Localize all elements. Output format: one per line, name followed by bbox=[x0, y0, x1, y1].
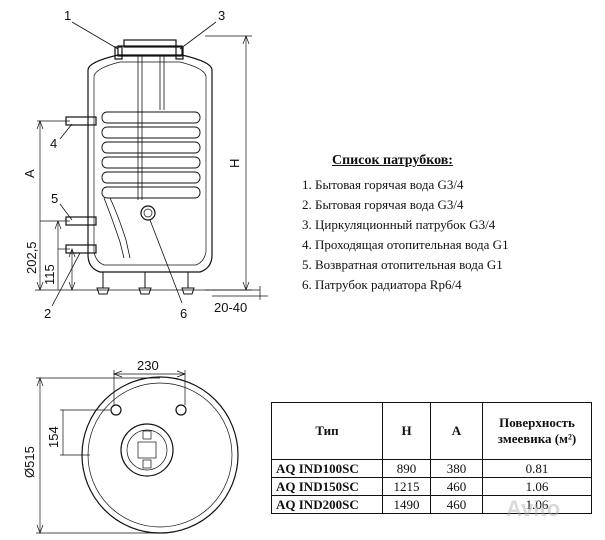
table-row: AQ IND150SC 1215 460 1.06 bbox=[271, 477, 592, 496]
callout-6: 6 bbox=[180, 306, 187, 321]
table-row: AQ IND100SC 890 380 0.81 bbox=[271, 459, 592, 478]
cell-area: 1.06 bbox=[482, 495, 592, 514]
watermark-logo: Avito bbox=[506, 496, 561, 521]
dim-154: 154 bbox=[46, 426, 61, 448]
cell-a: 460 bbox=[430, 477, 483, 496]
header-h: H bbox=[382, 402, 431, 460]
cell-h: 890 bbox=[382, 459, 431, 478]
fitting-item: 2. Бытовая горячая вода G3/4 bbox=[302, 197, 464, 212]
tank-legs bbox=[96, 272, 195, 295]
fitting-4 bbox=[65, 116, 97, 126]
callout-1: 1 bbox=[64, 8, 71, 23]
top-flange bbox=[117, 45, 183, 57]
cell-type: AQ IND150SC bbox=[271, 477, 383, 496]
cell-h: 1215 bbox=[382, 477, 431, 496]
dim-202-5: 202,5 bbox=[24, 241, 39, 274]
fittings-list: Список патрубков: 1. Бытовая горячая вод… bbox=[302, 153, 602, 295]
fitting-item: 6. Патрубок радиатора Rp6/4 bbox=[302, 277, 462, 292]
callout-2: 2 bbox=[44, 306, 51, 321]
dim-230: 230 bbox=[137, 358, 159, 373]
cell-h: 1490 bbox=[382, 495, 431, 514]
dim-115: 115 bbox=[42, 264, 57, 285]
cell-type: AQ IND200SC bbox=[271, 495, 383, 514]
fitting-2 bbox=[65, 244, 97, 254]
tank-body-outline bbox=[87, 54, 213, 273]
spec-table: Тип H A Поверхность змеевика (м²) AQ IND… bbox=[271, 402, 592, 514]
table-row: AQ IND200SC 1490 460 1.06 bbox=[271, 495, 592, 514]
cell-a: 460 bbox=[430, 495, 483, 514]
tank-inner-outline bbox=[93, 61, 207, 266]
fitting-item: 4. Проходящая отопительная вода G1 bbox=[302, 237, 509, 252]
header-coil-area: Поверхность змеевика (м²) bbox=[482, 402, 592, 460]
top-port-right bbox=[175, 404, 187, 416]
header-a: A bbox=[430, 402, 483, 460]
dim-20-40: 20-40 bbox=[214, 300, 247, 315]
flange-circle bbox=[120, 423, 174, 477]
fitting-item: 1. Бытовая горячая вода G3/4 bbox=[302, 177, 464, 192]
table-header-row: Тип H A Поверхность змеевика (м²) bbox=[271, 402, 592, 460]
radiator-port bbox=[140, 205, 156, 221]
top-port-left bbox=[110, 404, 122, 416]
fitting-item: 5. Возвратная отопительная вода G1 bbox=[302, 257, 503, 272]
cell-area: 0.81 bbox=[482, 459, 592, 478]
cell-a: 380 bbox=[430, 459, 483, 478]
callout-4: 4 bbox=[50, 136, 57, 151]
callout-5: 5 bbox=[51, 191, 58, 206]
fittings-title: Список патрубков: bbox=[332, 153, 453, 168]
dim-h: H bbox=[227, 159, 242, 168]
heating-coil bbox=[101, 111, 201, 199]
dim-515: Ø515 bbox=[22, 446, 37, 478]
fitting-item: 3. Циркуляционный патрубок G3/4 bbox=[302, 217, 496, 232]
callout-3: 3 bbox=[218, 8, 225, 23]
cell-type: AQ IND100SC bbox=[271, 459, 383, 478]
header-type: Тип bbox=[271, 402, 383, 460]
dim-a: A bbox=[22, 169, 37, 178]
top-view-inner bbox=[87, 382, 233, 528]
cell-area: 1.06 bbox=[482, 477, 592, 496]
top-view-outer bbox=[81, 376, 239, 534]
